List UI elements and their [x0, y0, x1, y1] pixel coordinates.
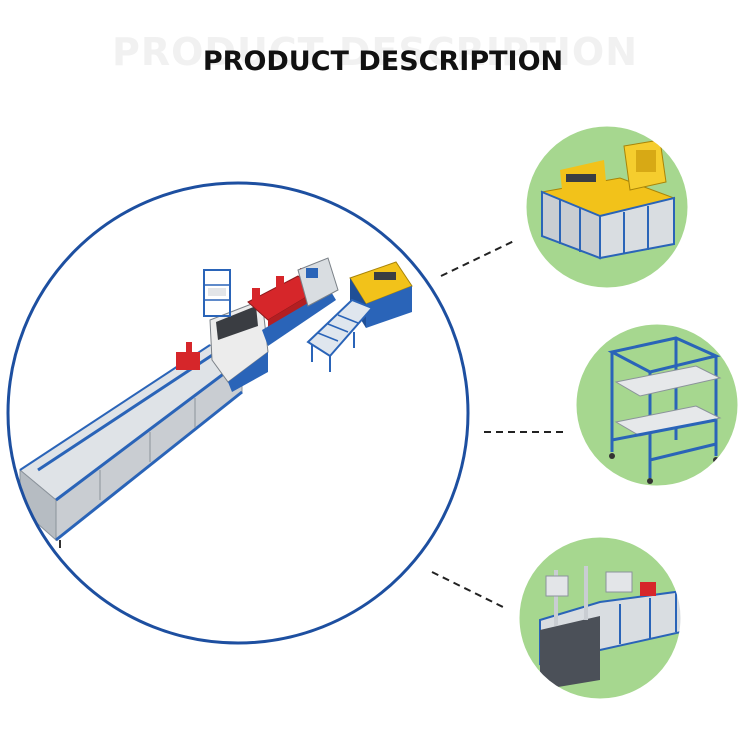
callout-creel-rack — [573, 321, 741, 489]
resin-unit-illustration — [540, 139, 676, 260]
connector-line-1 — [440, 239, 517, 277]
main-view — [6, 181, 470, 645]
connector-lines — [431, 239, 563, 610]
roller-conveyor — [306, 298, 374, 372]
small-creel-rack — [203, 269, 231, 317]
connector-line-3 — [431, 571, 508, 610]
main-view-ring — [6, 181, 470, 645]
callout-resin-unit — [523, 123, 691, 291]
callout-forming-unit — [516, 534, 684, 702]
production-line-illustration — [19, 257, 413, 548]
creel-rack-illustration — [607, 336, 722, 484]
ghost-title: PRODUCT DESCRIPTION — [111, 30, 639, 74]
page-title: PRODUCT DESCRIPTION — [202, 46, 564, 77]
forming-unit-illustration — [539, 566, 682, 690]
